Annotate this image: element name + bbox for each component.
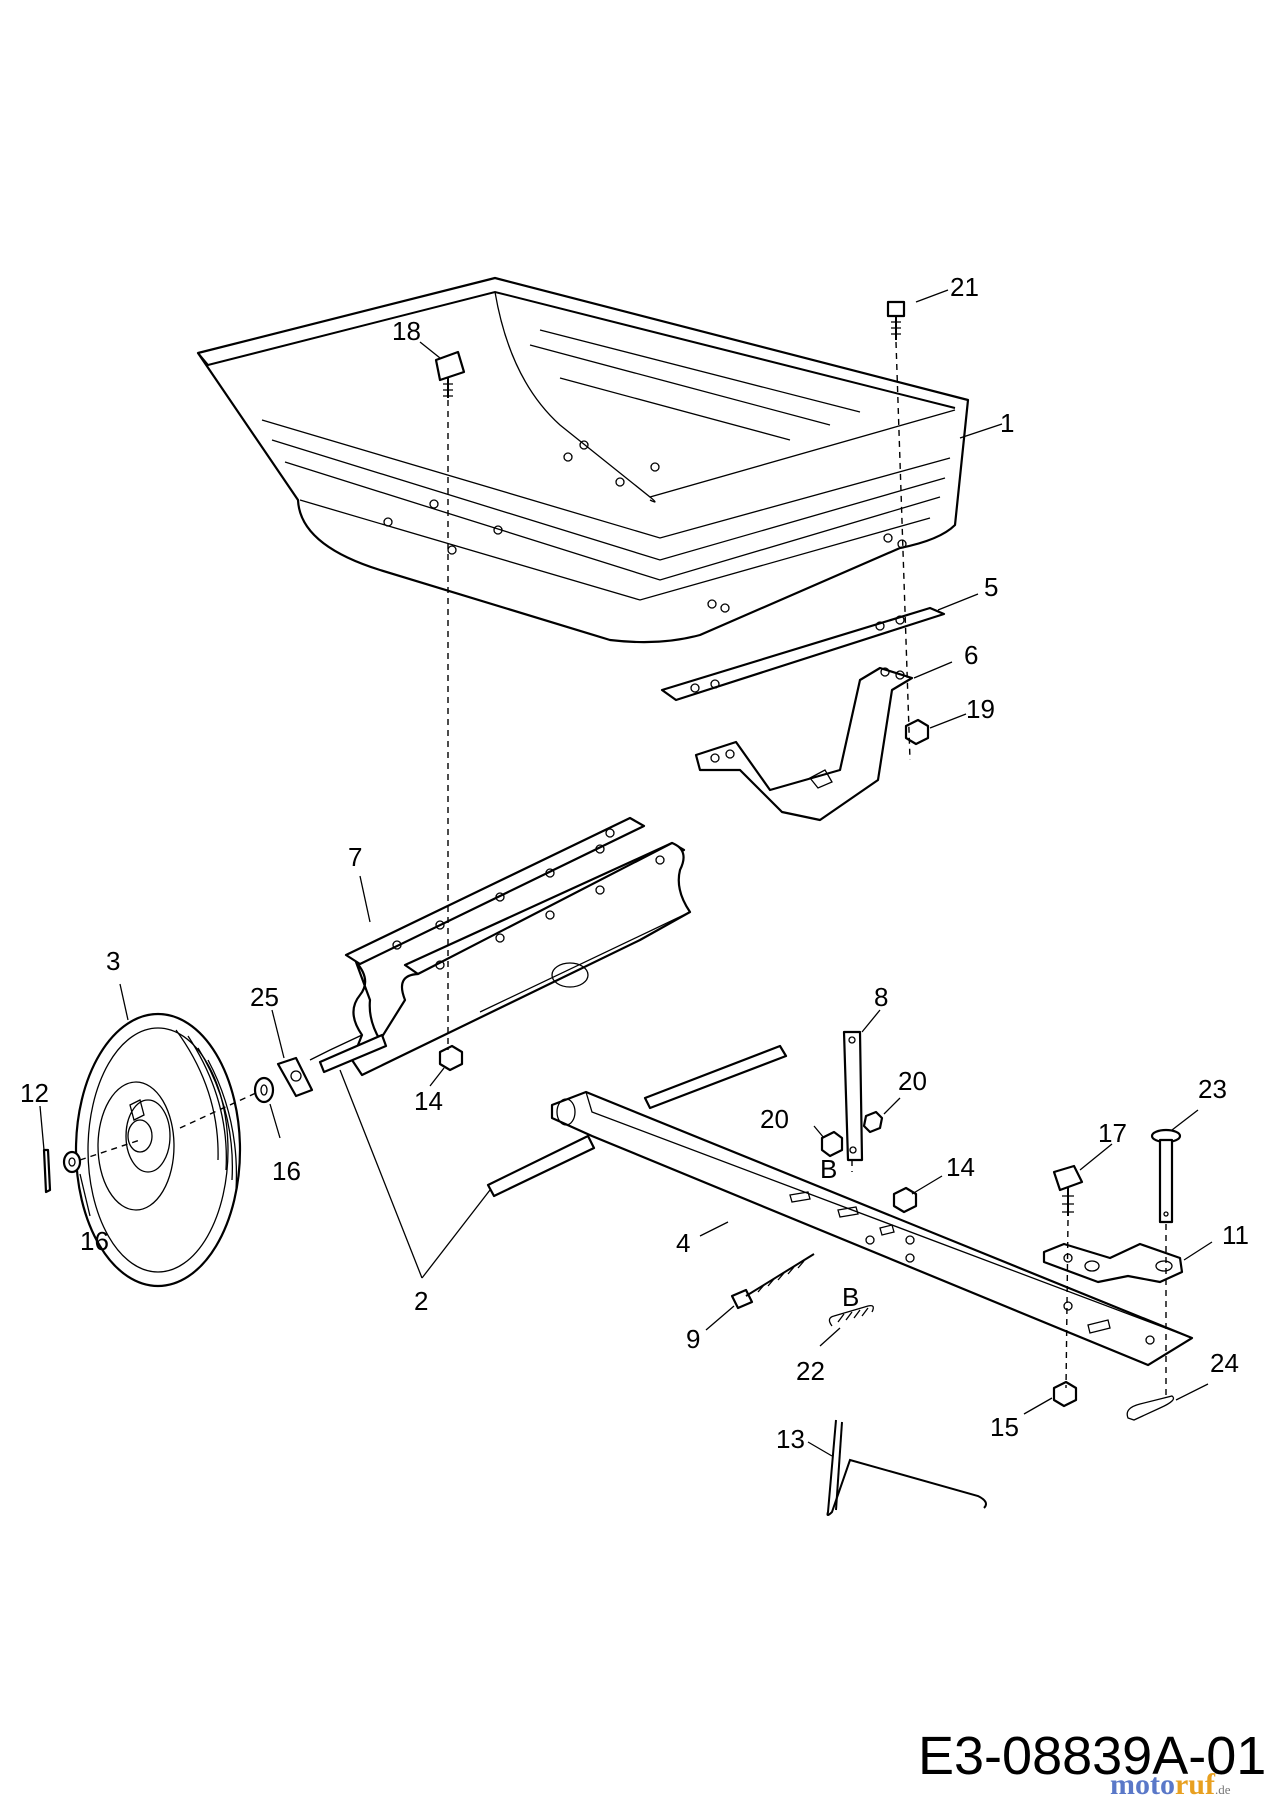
watermark-domain: .de [1214, 1782, 1231, 1797]
wheel-part-3 [74, 1012, 242, 1288]
callout-22: 22 [796, 1356, 825, 1386]
callout-1: 1 [1000, 408, 1014, 438]
callout-12: 12 [20, 1078, 49, 1108]
diagram-code: E3-08839A-01 [918, 1726, 1266, 1786]
assembly-lines [79, 341, 1167, 1396]
callout-8: 8 [874, 982, 888, 1012]
axle-part-2 [318, 1033, 788, 1198]
leader-lines [39, 289, 1213, 1457]
callout-20-right: 20 [898, 1066, 927, 1096]
callout-B-upper: B [820, 1154, 837, 1184]
watermark-brand: moto [1110, 1768, 1175, 1801]
callout-16-left: 16 [80, 1226, 109, 1256]
callout-9: 9 [686, 1324, 700, 1354]
part-25-plate [276, 1056, 314, 1098]
bracket-part-6 [694, 666, 914, 822]
plate-part-5 [660, 606, 946, 702]
watermark-logo: motoruf.de [1110, 1768, 1231, 1802]
watermark-brand-accent: ruf [1174, 1768, 1215, 1801]
callout-23: 23 [1198, 1074, 1227, 1104]
callout-7: 7 [348, 842, 362, 872]
tub-part-1 [196, 276, 970, 644]
callout-14-right: 14 [946, 1152, 975, 1182]
callout-4: 4 [676, 1228, 690, 1258]
callout-20-left: 20 [760, 1104, 789, 1134]
frame-channel-part-7 [309, 816, 692, 1077]
callout-B-lower: B [842, 1282, 859, 1312]
callout-14-top: 14 [414, 1086, 443, 1116]
callout-labels: 1 2 3 4 5 6 7 8 9 11 12 13 14 14 15 16 1… [20, 272, 1266, 1786]
callout-5: 5 [984, 572, 998, 602]
callout-2: 2 [414, 1286, 428, 1316]
callout-11: 11 [1222, 1220, 1249, 1250]
callout-19: 19 [966, 694, 995, 724]
callout-25: 25 [250, 982, 279, 1012]
hitch-bracket-part-11 [1042, 1242, 1184, 1284]
callout-16-right: 16 [272, 1156, 301, 1186]
callout-6: 6 [964, 640, 978, 670]
callout-13: 13 [776, 1424, 805, 1454]
callout-3: 3 [106, 946, 120, 976]
callout-17: 17 [1098, 1118, 1127, 1148]
hardware-set [42, 300, 1182, 1516]
callout-24: 24 [1210, 1348, 1239, 1378]
callout-18: 18 [392, 316, 421, 346]
callout-21: 21 [950, 272, 979, 302]
tongue-part-4 [550, 1090, 1194, 1367]
callout-15: 15 [990, 1412, 1019, 1442]
